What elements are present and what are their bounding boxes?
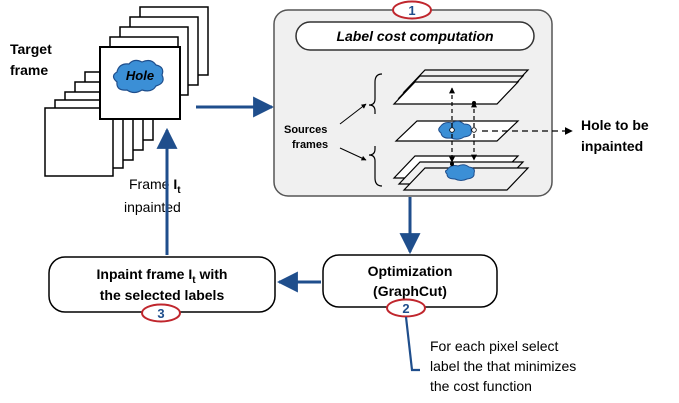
step-2-ring <box>386 298 426 318</box>
pointer-sources-up <box>339 103 367 125</box>
inpaint-line2: the selected labels <box>100 287 225 303</box>
step-1-number: 1 <box>408 3 415 18</box>
frame-inpainted-line1: Frame It <box>129 176 181 196</box>
label-cost-title-box <box>295 21 535 51</box>
optimization-line1: Optimization <box>368 263 453 279</box>
note-line2: label the that minimizes <box>430 358 576 374</box>
frame-inpainted-line2: inpainted <box>124 199 181 215</box>
target-frame-label-line2: frame <box>10 62 48 78</box>
optimization-line2: (GraphCut) <box>373 283 447 299</box>
note-connector <box>404 316 420 372</box>
hole-blob <box>112 59 164 94</box>
sources-frames-line2: frames <box>292 139 328 151</box>
target-frame-stack: Hole <box>44 6 209 177</box>
step-3-ring <box>141 303 181 323</box>
target-frame-label-line1: Target <box>10 41 52 57</box>
step-1-ring <box>392 0 432 20</box>
hole-to-be-inpainted-line2: inpainted <box>581 138 643 154</box>
brace-upper <box>368 73 383 114</box>
label-cost-title: Label cost computation <box>336 28 493 44</box>
note-line1: For each pixel select <box>430 338 559 354</box>
middle-target-plane <box>394 120 520 142</box>
step-3-number: 3 <box>157 306 164 321</box>
source-correspondence-lines <box>449 87 477 163</box>
sources-frames-line1: Sources <box>284 124 327 136</box>
lower-source-planes <box>392 155 530 191</box>
pointer-sources-down <box>339 147 367 161</box>
inpaint-line1: Inpaint frame It with <box>97 266 228 286</box>
brace-lower <box>368 146 383 187</box>
hole-label: Hole <box>126 68 154 83</box>
hole-to-be-inpainted-line1: Hole to be <box>581 117 649 133</box>
upper-source-planes <box>392 69 530 105</box>
note-line3: the cost function <box>430 378 532 394</box>
step-2-number: 2 <box>402 301 409 316</box>
